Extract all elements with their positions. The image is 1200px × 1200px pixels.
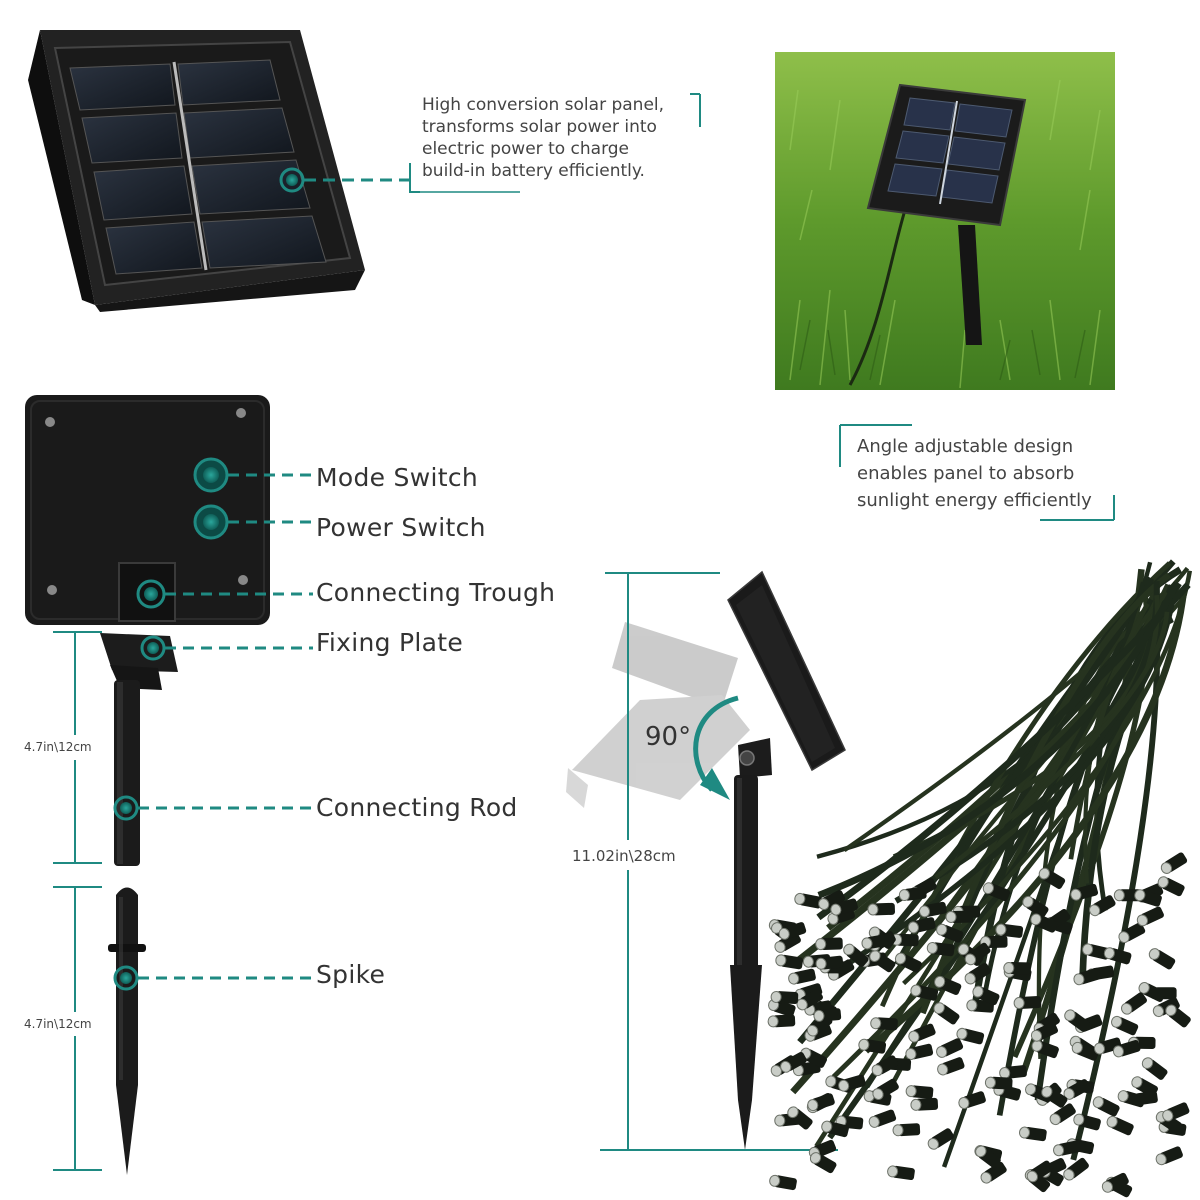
angle-desc-line: enables panel to absorb (857, 463, 1075, 484)
solar-panel-desc-line: electric power to charge (422, 139, 630, 159)
connecting-rod-marker (113, 795, 139, 821)
left-dimension-lines (53, 631, 102, 1171)
solar-panel-desc-line: transforms solar power into (422, 117, 657, 137)
fixing-plate-and-rod (100, 633, 178, 866)
connecting-trough-marker (136, 579, 166, 609)
solar-panel-desc-line: High conversion solar panel, (422, 95, 665, 115)
mode-switch-marker (193, 457, 229, 493)
fixing-plate-marker (140, 635, 166, 661)
angle-desc-line: Angle adjustable design (857, 436, 1074, 457)
solar-panel-desc-line: build-in battery efficiently. (422, 161, 645, 181)
power-switch-marker (193, 504, 229, 540)
spike-label: Spike (316, 960, 386, 989)
connecting-rod-label: Connecting Rod (316, 793, 518, 822)
angle-desc-line: sunlight energy efficiently (857, 490, 1092, 511)
spike-marker (113, 965, 139, 991)
mode-switch-label: Mode Switch (316, 463, 479, 492)
part-leader-lines (138, 473, 313, 980)
angle-desc-bracket (839, 424, 1115, 521)
ghost-panel-positions (566, 622, 750, 808)
solar-panel-marker (279, 167, 305, 193)
angle-label: 90° (645, 722, 692, 752)
panel-back-view (25, 395, 270, 625)
total-height-label: 11.02in\28cm (572, 847, 676, 865)
adjustable-stake (727, 570, 846, 1150)
solar-panel-top-view (28, 30, 365, 312)
solar-panel-description: High conversion solar panel, transforms … (422, 94, 664, 182)
right-dimension-lines (600, 572, 838, 1151)
rod-length-label: 4.7in\12cm (24, 740, 92, 754)
led-string-bundle (767, 559, 1193, 1198)
spike (108, 887, 146, 1175)
lawn-photo (775, 52, 1115, 390)
angle-description: Angle adjustable design enables panel to… (857, 433, 1092, 514)
connecting-trough-label: Connecting Trough (316, 578, 556, 607)
fixing-plate-label: Fixing Plate (316, 628, 464, 657)
solar-panel-desc-bracket (409, 94, 701, 193)
power-switch-label: Power Switch (316, 513, 486, 542)
spike-length-label: 4.7in\12cm (24, 1017, 92, 1031)
